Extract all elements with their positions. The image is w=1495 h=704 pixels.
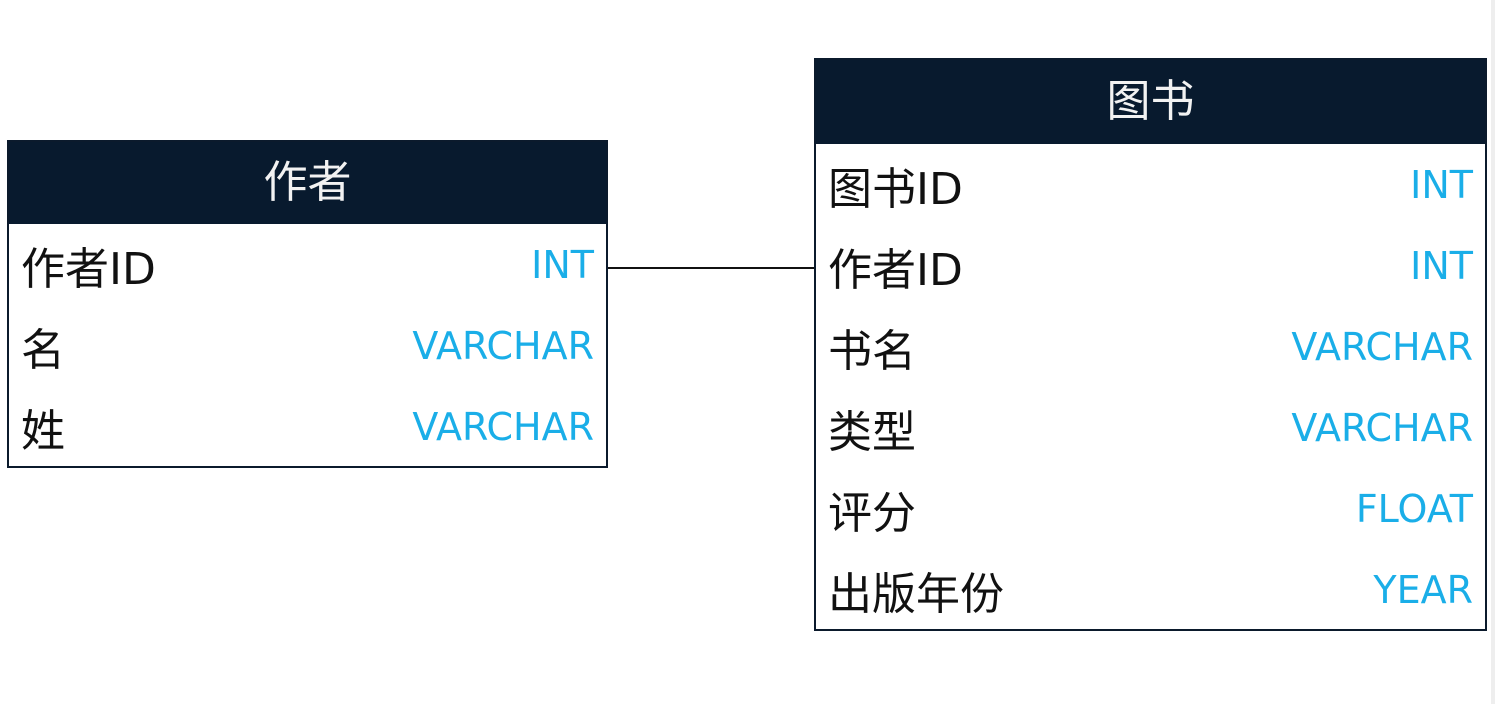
field-row[interactable]: 评分 FLOAT bbox=[816, 468, 1485, 549]
relationship-connector bbox=[608, 267, 815, 269]
field-type: INT bbox=[531, 242, 594, 287]
field-name: 类型 bbox=[828, 406, 916, 458]
field-name: 姓 bbox=[21, 405, 65, 457]
field-row[interactable]: 作者ID INT bbox=[9, 224, 606, 305]
entity-authors-title: 作者 bbox=[9, 142, 606, 224]
field-type: VARCHAR bbox=[412, 404, 594, 449]
field-name: 作者ID bbox=[21, 243, 156, 295]
field-row[interactable]: 名 VARCHAR bbox=[9, 305, 606, 386]
field-type: FLOAT bbox=[1355, 486, 1473, 531]
field-type: INT bbox=[1410, 243, 1473, 288]
field-name: 书名 bbox=[828, 325, 916, 377]
entity-authors[interactable]: 作者 作者ID INT 名 VARCHAR 姓 VARCHAR bbox=[7, 140, 608, 468]
field-type: YEAR bbox=[1373, 567, 1473, 612]
field-name: 名 bbox=[21, 324, 65, 376]
field-name: 图书ID bbox=[828, 163, 963, 215]
field-row[interactable]: 图书ID INT bbox=[816, 144, 1485, 225]
field-name: 作者ID bbox=[828, 244, 963, 296]
field-row[interactable]: 姓 VARCHAR bbox=[9, 386, 606, 467]
entity-books[interactable]: 图书 图书ID INT 作者ID INT 书名 VARCHAR 类型 VARCH… bbox=[814, 58, 1487, 631]
field-row[interactable]: 作者ID INT bbox=[816, 225, 1485, 306]
field-type: VARCHAR bbox=[412, 323, 594, 368]
field-name: 出版年份 bbox=[828, 568, 1004, 620]
entity-books-title: 图书 bbox=[816, 60, 1485, 144]
field-type: INT bbox=[1410, 162, 1473, 207]
field-type: VARCHAR bbox=[1291, 405, 1473, 450]
field-row[interactable]: 类型 VARCHAR bbox=[816, 387, 1485, 468]
field-name: 评分 bbox=[828, 487, 916, 539]
field-row[interactable]: 出版年份 YEAR bbox=[816, 549, 1485, 630]
field-type: VARCHAR bbox=[1291, 324, 1473, 369]
field-row[interactable]: 书名 VARCHAR bbox=[816, 306, 1485, 387]
canvas-edge bbox=[1491, 0, 1495, 704]
